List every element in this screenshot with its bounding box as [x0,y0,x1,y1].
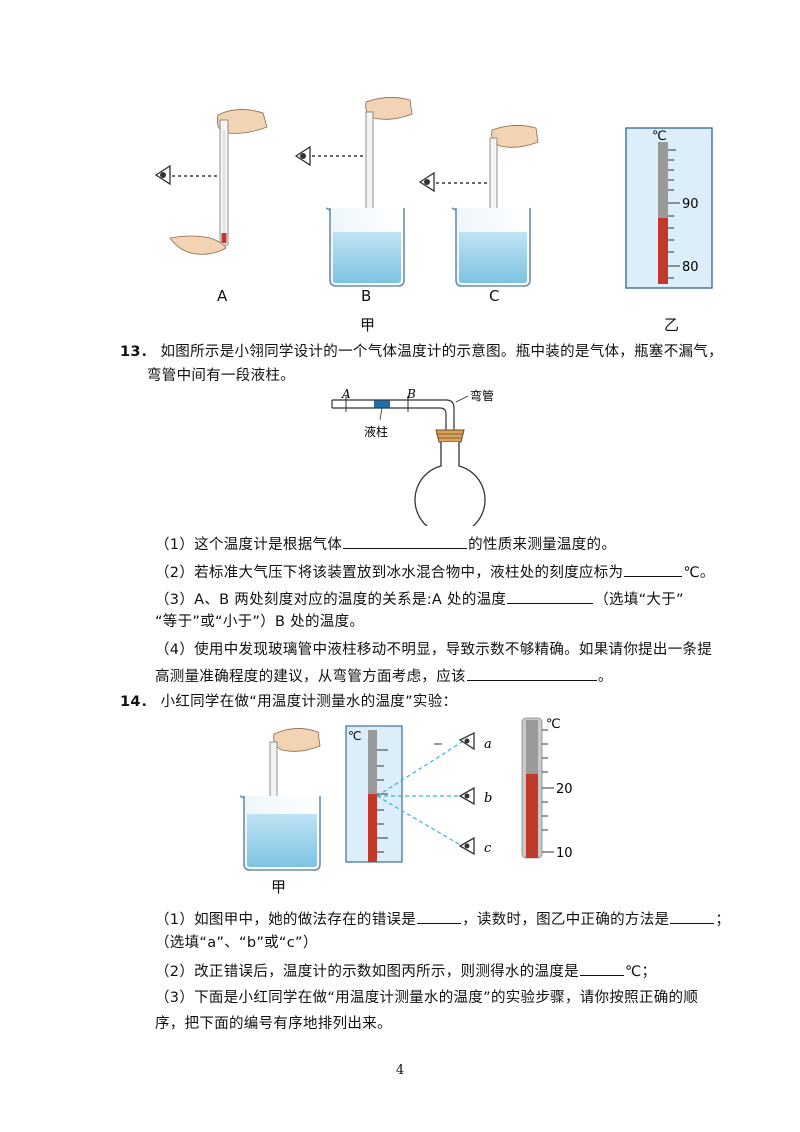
question-13-stem-2: 弯管中间有一段液柱。 [147,368,295,384]
label-a: A [217,287,228,305]
thermometer-closeup-yi: ℃ 90 80 [625,127,713,289]
eye-icon [458,786,475,806]
answer-blank-13-4[interactable] [466,665,597,681]
question-14-number: 14． [120,694,156,710]
liquid-column [374,400,390,408]
label-b: B [361,287,372,305]
q14-part2-text-pre: （2）改正错误后，温度计的示数如图丙所示，则测得水的温度是 [155,964,579,980]
q14-part1-text-mid: ，读数时，图乙中正确的方法是 [462,912,670,928]
question-13-part-3: （3）A、B 两处刻度对应的温度的关系是:A 处的温度 （选填“大于” [155,588,684,610]
scale-label-20: 20 [556,782,573,797]
question-14-part-3: （3）下面是小红同学在做“用温度计测量水的温度”的实验步骤，请你按照正确的顺 [155,990,699,1006]
question-14-part-2: （2）改正错误后，温度计的示数如图丙所示，则测得水的温度是 ℃； [155,960,656,982]
question-14-line-1: 14． 小红同学在做“用温度计测量水的温度”实验： [120,692,457,712]
q13-part4-text-pre: 高测量准确程度的建议，从弯管方面考虑，应该 [155,669,466,685]
label-bent-tube: 弯管 [470,388,494,403]
scale-label-10: 10 [556,846,573,861]
question-13-part-4: （4）使用中发现玻璃管中液柱移动不明显，导致示数不够精确。如果请你提出一条提 [155,642,713,658]
caption-yi: 乙 [664,316,680,334]
answer-blank-14-2[interactable] [579,960,624,976]
setup-c [418,125,539,287]
q13-part3-text-post: （选填“大于” [594,592,684,608]
answer-blank-13-3[interactable] [507,588,594,604]
setup-b [294,97,413,287]
label-eye-c: c [484,841,492,856]
label-eye-b: b [484,791,492,806]
caption-jia: 甲 [360,316,376,334]
page-number: 4 [395,1063,405,1078]
answer-blank-14-1b[interactable] [670,908,715,924]
eye-icon [458,836,475,856]
q13-part1-text-post: 的性质来测量温度的。 [468,537,617,553]
label-eye-a: a [484,737,492,752]
figure-gas-thermometer: A B 弯管 液柱 [331,387,494,526]
eye-icon [154,164,171,186]
figure-thermometer-reading-methods: ℃ 90 80 [154,97,713,289]
setup-a [154,109,268,255]
label-liquid-column: 液柱 [364,424,388,439]
figure-measure-water-temperature: ℃ a b c ℃ 20 [239,717,573,871]
unit-label-yi: ℃ [348,729,361,743]
q14-part2-text-post: ℃； [624,964,657,980]
question-14-stem: 小红同学在做“用温度计测量水的温度”实验： [160,694,458,710]
eye-icon [294,145,311,167]
question-13-part-2: （2）若标准大气压下将该装置放到冰水混合物中，液柱处的刻度应标为 ℃。 [155,561,715,583]
eye-icon [458,731,475,751]
question-13-line-1: 13． 如图所示是小翎同学设计的一个气体温度计的示意图。瓶中装的是气体，瓶塞不漏… [120,342,723,362]
q13-part2-text-pre: （2）若标准大气压下将该装置放到冰水混合物中，液柱处的刻度应标为 [155,565,624,581]
question-14-part-1: （1）如图甲中，她的做法存在的错误是 ，读数时，图乙中正确的方法是 ； [155,908,730,930]
scale-label-80: 80 [682,260,699,275]
question-13-number: 13． [120,344,156,360]
q13-part1-text-pre: （1）这个温度计是根据气体 [155,537,343,553]
caption-jia-14: 甲 [271,878,287,896]
q13-part4-text-post: 。 [597,669,613,685]
unit-label: ℃ [652,129,667,144]
answer-blank-13-1[interactable] [343,533,468,549]
answer-blank-13-2[interactable] [624,561,683,577]
q14-part1-text-pre: （1）如图甲中，她的做法存在的错误是 [155,912,417,928]
question-13-stem-1: 如图所示是小翎同学设计的一个气体温度计的示意图。瓶中装的是气体，瓶塞不漏气， [160,344,723,360]
answer-blank-14-1a[interactable] [417,908,462,924]
eye-icon [418,171,435,193]
label-point-a: A [341,387,351,401]
scale-label-90: 90 [682,197,699,212]
question-14-part-3-line-2: 序，把下面的编号有序地排列出来。 [155,1016,392,1032]
q13-part3-text-pre: （3）A、B 两处刻度对应的温度的关系是:A 处的温度 [155,592,507,608]
question-13-part-4-line-2: 高测量准确程度的建议，从弯管方面考虑，应该 。 [155,665,613,687]
question-13-part-3-line-2: “等于”或“小于”）B 处的温度。 [155,614,365,630]
question-14-part-1-line-2: （选填“a”、“b”或“c”） [155,935,318,951]
label-point-b: B [406,387,416,401]
q13-part2-text-post: ℃。 [683,565,715,581]
q14-part1-text-post: ； [715,912,731,928]
question-13-part-1: （1）这个温度计是根据气体 的性质来测量温度的。 [155,533,616,555]
label-c: C [489,287,500,305]
unit-label-bing: ℃ [546,717,561,732]
